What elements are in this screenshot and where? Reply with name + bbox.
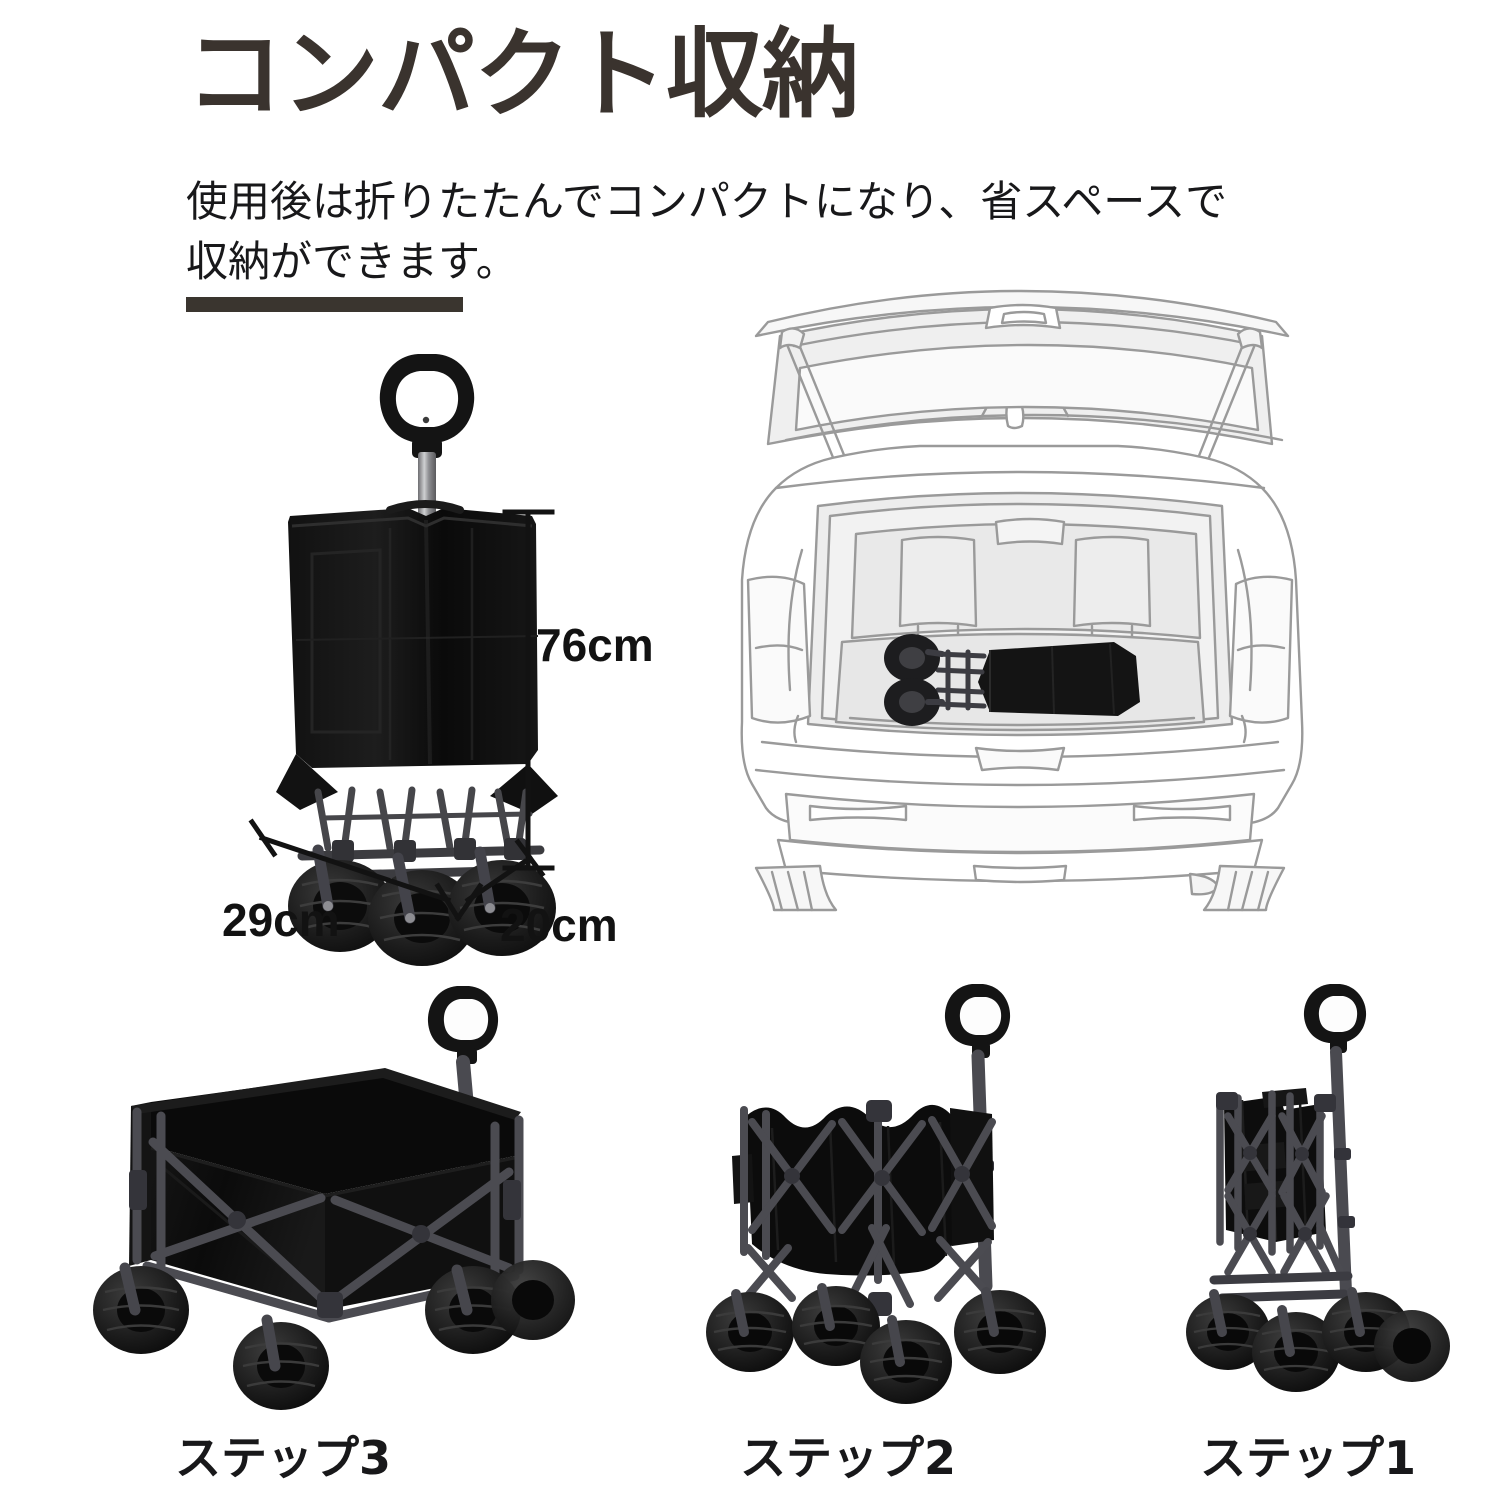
suv-liftgate [754, 289, 1290, 446]
step-2-illustration [700, 980, 1080, 1410]
page-title: コンパクト収納 [186, 18, 859, 131]
dim-width-tick-end [514, 838, 546, 878]
step-label-3: ステップ3 [175, 1431, 392, 1485]
step-1-svg [1186, 984, 1450, 1392]
wagon-handle [1303, 984, 1367, 1298]
wagon-wheels [93, 1260, 575, 1410]
dimension-lines [200, 490, 660, 930]
subtitle-line-2: 収納ができます。 [186, 236, 518, 286]
wagon-frame [1216, 1090, 1348, 1284]
step-1-illustration [1180, 980, 1460, 1410]
wagon-wheels [706, 1283, 1046, 1404]
step-label-2: ステップ2 [740, 1431, 957, 1485]
dimension-height-label: 76cm [536, 619, 654, 671]
dim-width-tick-start [454, 882, 484, 922]
suv-body-creases [787, 548, 1253, 744]
wagon-frame-joints [129, 1170, 521, 1318]
wagon-wheels [1186, 1287, 1450, 1392]
step-3-svg [93, 986, 575, 1410]
suv-tyres [754, 864, 1286, 912]
cart-fabric-cover [276, 500, 558, 814]
dimension-depth-label: 29cm [222, 894, 340, 946]
dim-depth-line [258, 834, 452, 904]
cart-handle-grip [379, 354, 475, 458]
folded-wagon-in-trunk [884, 634, 1140, 726]
subtitle-line-1: 使用後は折りたたんでコンパクトになり、省スペースで [186, 177, 1228, 226]
page-subtitle: 使用後は折りたたんでコンパクトになり、省スペースで 収納ができます。 [186, 172, 1316, 291]
suv-bumper [754, 740, 1286, 896]
wagon-frame-joints [784, 1100, 970, 1316]
dim-depth-tick-start [248, 818, 278, 858]
suv-svg [740, 289, 1304, 912]
suv-illustration [690, 250, 1350, 912]
wagon-frame-joints [1216, 1092, 1336, 1241]
cart-wheels [288, 844, 556, 966]
dimension-width-label: 20cm [500, 899, 618, 951]
suv-tail-lights [746, 575, 1294, 724]
dim-width-line [464, 854, 534, 904]
dimension-lines-svg [248, 509, 555, 922]
accent-bar [186, 297, 463, 312]
folded-cart-illustration [240, 340, 700, 966]
folded-cart-svg [276, 354, 558, 966]
step-label-1: ステップ1 [1200, 1431, 1417, 1485]
dim-depth-tick-end [434, 882, 462, 922]
step-3-illustration [85, 980, 575, 1410]
step-2-svg [706, 984, 1046, 1404]
